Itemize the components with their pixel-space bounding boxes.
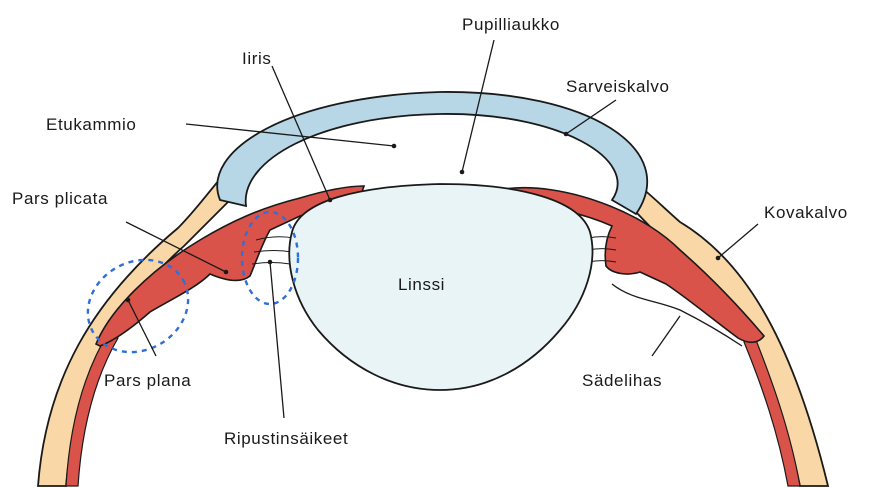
label-zonules: Ripustinsäikeet	[224, 429, 348, 448]
label-ciliary-muscle: Sädelihas	[582, 371, 662, 390]
label-pars-plicata: Pars plicata	[12, 189, 108, 208]
label-cornea: Sarveiskalvo	[566, 77, 670, 96]
label-pars-plana: Pars plana	[104, 371, 191, 390]
label-sclera: Kovakalvo	[764, 203, 848, 222]
sclera-left	[38, 172, 232, 486]
label-pupil: Pupilliaukko	[462, 15, 560, 34]
label-anterior-chamber: Etukammio	[46, 115, 136, 134]
label-lens: Linssi	[398, 275, 445, 294]
label-iris: Iiris	[242, 49, 271, 68]
